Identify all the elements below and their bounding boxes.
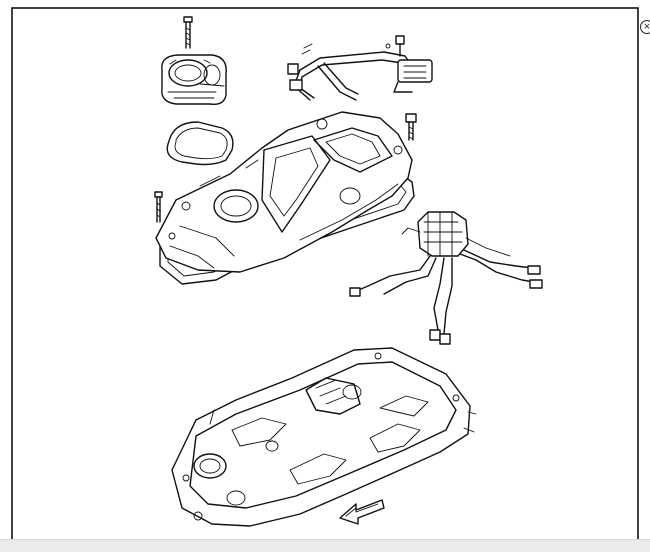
manifold-stud bbox=[154, 191, 163, 223]
upper-intake-manifold bbox=[155, 111, 413, 273]
fuel-injector-harness bbox=[349, 211, 543, 345]
lower-intake-manifold bbox=[171, 347, 477, 527]
bottom-scrollbar[interactable] bbox=[0, 539, 650, 552]
close-icon[interactable]: × bbox=[640, 20, 650, 34]
throttle-body-gasket bbox=[166, 121, 234, 166]
throttle-body-stud bbox=[183, 16, 193, 49]
front-direction-arrow bbox=[339, 499, 385, 525]
fuel-rail-assembly bbox=[287, 35, 433, 101]
throttle-body bbox=[161, 54, 227, 105]
manifold-bolt bbox=[405, 113, 417, 141]
